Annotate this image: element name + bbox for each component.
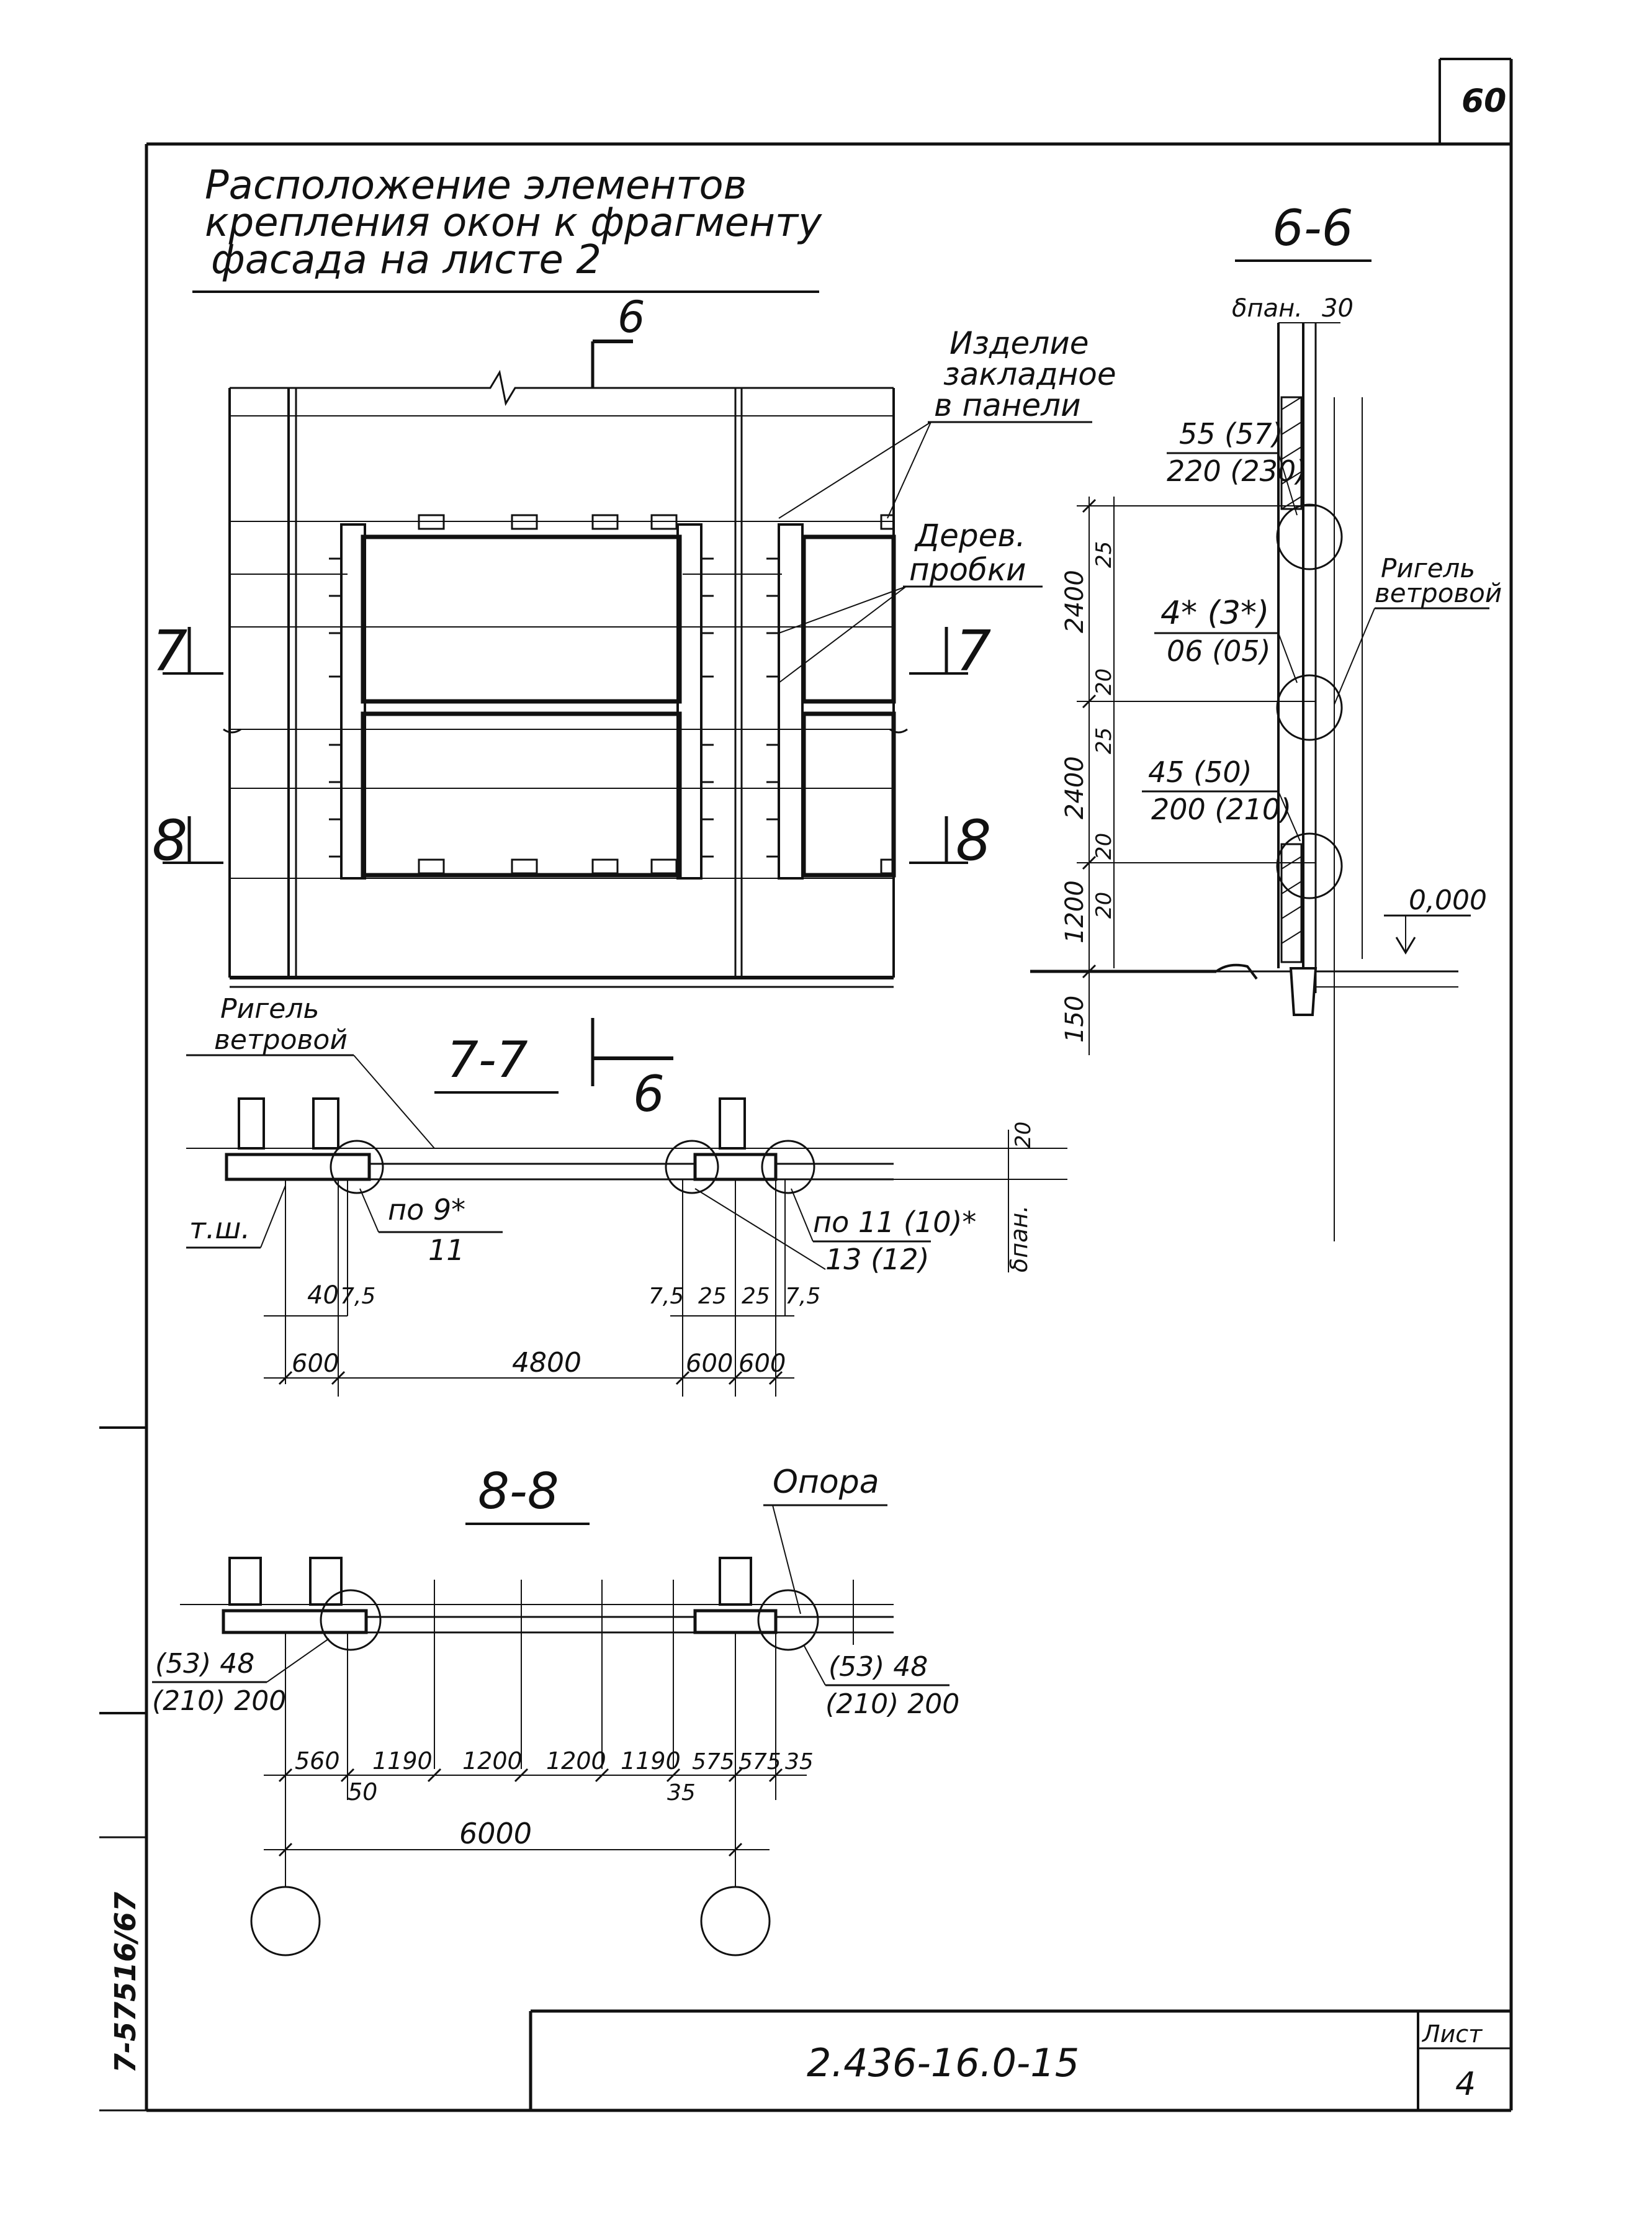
section88-dim-35b: 35: [667, 1780, 696, 1806]
section66-sdim-5: 20: [1092, 892, 1116, 919]
section77-sdim-7-5c: 7,5: [785, 1284, 820, 1309]
section77-callout-left-top: по 9*: [388, 1193, 465, 1227]
cut8-label-left: 8: [152, 808, 187, 873]
section66-vdim-2400b: 2400: [1061, 756, 1089, 819]
section-8-8: 8-8 Опора (53) 48 (210) 200 (53) 48 (210: [152, 1462, 959, 1956]
section77-sdim-7-5a: 7,5: [340, 1284, 375, 1309]
section77-rdim-panel: δпан.: [1005, 1205, 1033, 1272]
section77-sdim-25a: 25: [698, 1284, 727, 1309]
section66-callout1-top: 55 (57): [1179, 417, 1283, 451]
grid-axis-bubble-right: [700, 1886, 771, 1956]
section66-sdim-1: 25: [1092, 541, 1116, 568]
side-stamp: 7-57516/67: [109, 1892, 142, 2073]
sheet-frame: [99, 58, 1513, 2112]
section77-rigel-2: ветровой: [214, 1024, 348, 1056]
section88-dim-575a: 575: [692, 1749, 735, 1775]
section88-dim-1190b: 1190: [621, 1747, 681, 1775]
note-embedded-2: закладное: [943, 356, 1116, 392]
section66-sdim-3: 25: [1092, 727, 1116, 754]
title-line-3: фасада на листе 2: [211, 237, 601, 283]
section88-callout-right-bottom: (210) 200: [825, 1688, 959, 1720]
drawing-title: Расположение элементов крепления окон к …: [192, 163, 822, 293]
section77-callout-left-bottom: 11: [428, 1233, 465, 1267]
section88-dim-575b: 575: [738, 1749, 781, 1775]
section88-dim-50: 50: [348, 1778, 377, 1806]
section77-callout-right-bottom: 13 (12): [825, 1243, 930, 1276]
section77-cut-ref: 6: [633, 1065, 665, 1123]
section66-callout2-bottom: 06 (05): [1167, 634, 1271, 668]
note-plugs-2: пробки: [909, 552, 1026, 588]
section66-callout3-top: 45 (50): [1148, 755, 1252, 789]
section88-callout-right-top: (53) 48: [828, 1651, 928, 1683]
section-6-6: 6-6 δпан. 30 55 (57): [1030, 199, 1502, 1241]
section66-sdim-4: 20: [1092, 833, 1116, 860]
note-plugs-1: Дерев.: [914, 518, 1026, 554]
section77-sdim-7-5b: 7,5: [649, 1284, 684, 1309]
section66-vdim-1200: 1200: [1061, 880, 1089, 943]
section88-dim-1200b: 1200: [546, 1747, 606, 1775]
facade-fragment-elevation: 6: [152, 292, 1116, 988]
section-7-7: 7-7 6 Ригель ветровой по 9*: [186, 993, 1067, 1397]
doc-code: 2.436-16.0-15: [807, 2040, 1079, 2086]
section77-dim-4800: 4800: [512, 1347, 581, 1379]
section88-dim-560: 560: [295, 1747, 340, 1775]
section77-dim-600c: 600: [738, 1349, 786, 1378]
section77-sdim-25b: 25: [742, 1284, 770, 1309]
section88-dim-total: 6000: [459, 1817, 532, 1850]
section66-dim-30: 30: [1322, 294, 1353, 323]
section66-callout3-bottom: 200 (210): [1151, 793, 1291, 826]
section88-note-support: Опора: [773, 1464, 879, 1501]
cut7-label-left: 7: [152, 619, 187, 684]
corner-sheet-number: 60: [1461, 83, 1506, 120]
section77-callout-right-top: по 11 (10)*: [813, 1205, 976, 1239]
cut8-label-right: 8: [956, 808, 991, 873]
cut7-label-right: 7: [956, 619, 991, 684]
section77-rigel-1: Ригель: [220, 993, 319, 1025]
list-number: 4: [1455, 2066, 1476, 2103]
section77-sdim-40: 40: [307, 1281, 339, 1310]
section77-note-tsh: т.ш.: [189, 1212, 250, 1245]
section66-callout1-bottom: 220 (230): [1167, 454, 1307, 488]
section88-callout-left-top: (53) 48: [155, 1648, 254, 1680]
section66-level: 0,000: [1409, 884, 1487, 916]
list-label: Лист: [1421, 2020, 1483, 2048]
section77-dim-600b: 600: [686, 1349, 733, 1378]
section77-rdim-20: 20: [1011, 1122, 1036, 1148]
section66-sdim-2: 20: [1092, 668, 1116, 695]
section66-dim-panel: δпан.: [1232, 294, 1303, 323]
section66-rigel-1: Ригель: [1381, 553, 1475, 583]
section77-dim-600a: 600: [292, 1349, 339, 1378]
section77-title: 7-7: [447, 1031, 528, 1089]
note-embedded-1: Изделие: [949, 325, 1089, 361]
section66-callout2-top: 4* (3*): [1160, 595, 1269, 632]
section66-title: 6-6: [1272, 199, 1353, 257]
title-line-2: крепления окон к фрагменту: [205, 200, 822, 246]
cut6-label-top: 6: [617, 292, 645, 343]
section88-title: 8-8: [478, 1462, 559, 1520]
section88-dim-1200a: 1200: [462, 1747, 523, 1775]
title-line-1: Расположение элементов: [205, 163, 747, 209]
section88-callout-left-bottom: (210) 200: [152, 1685, 286, 1717]
section66-vdim-2400a: 2400: [1061, 570, 1089, 633]
note-embedded-3: в панели: [934, 387, 1081, 423]
section66-vdim-150: 150: [1061, 996, 1089, 1043]
section88-dim-35a: 35: [785, 1749, 814, 1775]
section66-rigel-2: ветровой: [1375, 578, 1502, 608]
grid-axis-bubble-left: [250, 1886, 321, 1956]
section88-dim-1190a: 1190: [372, 1747, 433, 1775]
